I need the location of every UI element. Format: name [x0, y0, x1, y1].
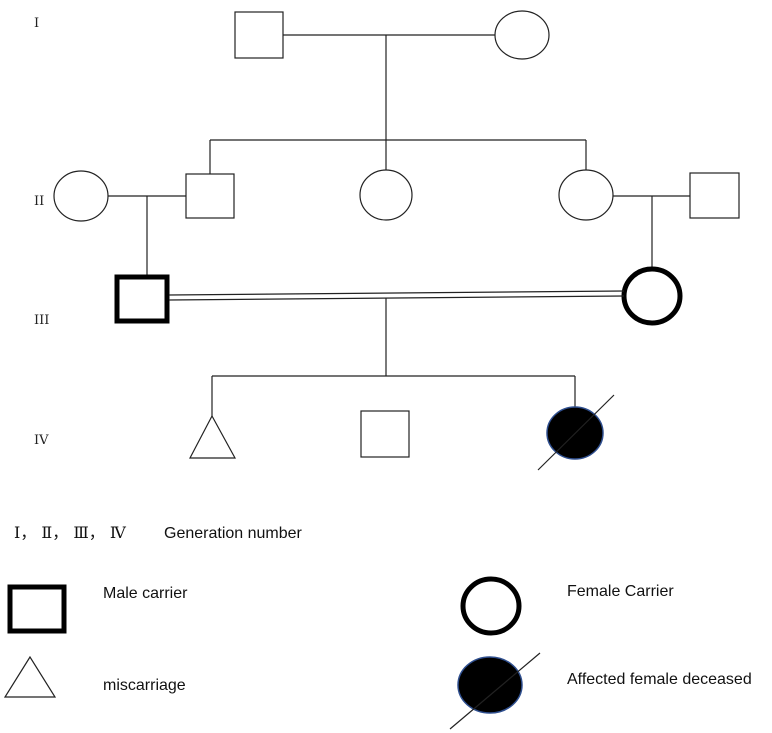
- legend-female-carrier-icon: [460, 576, 522, 636]
- legend-generation-symbols: Ⅰ， Ⅱ， Ⅲ， Ⅳ: [14, 523, 127, 542]
- legend-miscarriage-icon: [3, 655, 57, 698]
- gen2-son-male-symbol: [185, 173, 235, 219]
- gen2-daughter1-female-symbol: [359, 169, 413, 221]
- generation-label-iii: III: [34, 313, 49, 328]
- consanguineous-mating-line-bottom: [168, 295, 625, 301]
- consanguineous-mating-line-top: [168, 290, 625, 296]
- gen3-female-carrier-symbol: [621, 266, 683, 326]
- legend-affected-female-deceased-icon: [457, 656, 523, 714]
- gen3-male-carrier-symbol: [114, 274, 170, 324]
- gen4-male-symbol: [360, 410, 410, 458]
- legend-deceased-slash-line: [449, 652, 541, 730]
- legend-affected-female-deceased-label: Affected female deceased: [567, 671, 752, 688]
- generation-label-iv: IV: [34, 433, 49, 448]
- legend-generation-text: Generation number: [164, 525, 303, 542]
- generation-label-ii: II: [34, 194, 44, 209]
- gen2-spouse-female-symbol: [53, 170, 109, 222]
- legend-male-carrier-icon: [7, 584, 67, 634]
- gen4-deceased-slash-line: [537, 394, 615, 471]
- legend-miscarriage-label: miscarriage: [103, 677, 186, 694]
- gen2-daughter2-female-symbol: [558, 169, 614, 221]
- legend-male-carrier-label: Male carrier: [103, 585, 188, 602]
- gen2-spouse-male-symbol: [689, 172, 740, 219]
- gen1-mother-female-symbol: [494, 10, 550, 60]
- gen4-miscarriage-triangle: [189, 414, 237, 459]
- generation-label-i: I: [34, 16, 39, 31]
- legend-female-carrier-label: Female Carrier: [567, 583, 674, 600]
- gen1-father-male-symbol: [234, 11, 284, 59]
